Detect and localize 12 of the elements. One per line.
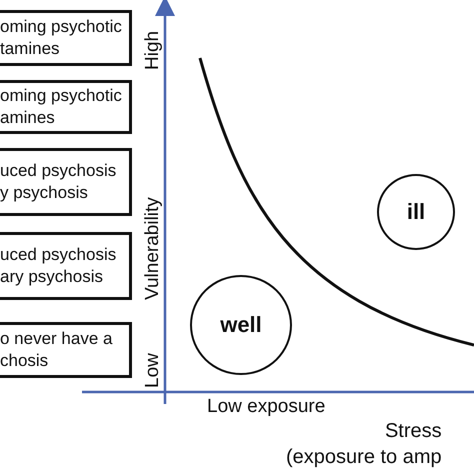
axis-title: Vulnerability (142, 197, 164, 300)
category-box: o never have a chosis (0, 322, 132, 378)
category-box: uced psychosis ary psychosis (0, 232, 132, 300)
well-circle: well (190, 275, 292, 375)
axis-title: Stress (exposure to amp (286, 419, 442, 470)
category-box: uced psychosis y psychosis (0, 148, 132, 216)
category-box: oming psychotic amines (0, 80, 132, 134)
axis-tick-label: Low (142, 353, 164, 388)
category-box: oming psychotic tamines (0, 10, 132, 66)
axis-tick-label: High (142, 30, 164, 70)
axis-tick-label: Low exposure (207, 396, 326, 418)
ill-circle: ill (377, 174, 455, 250)
